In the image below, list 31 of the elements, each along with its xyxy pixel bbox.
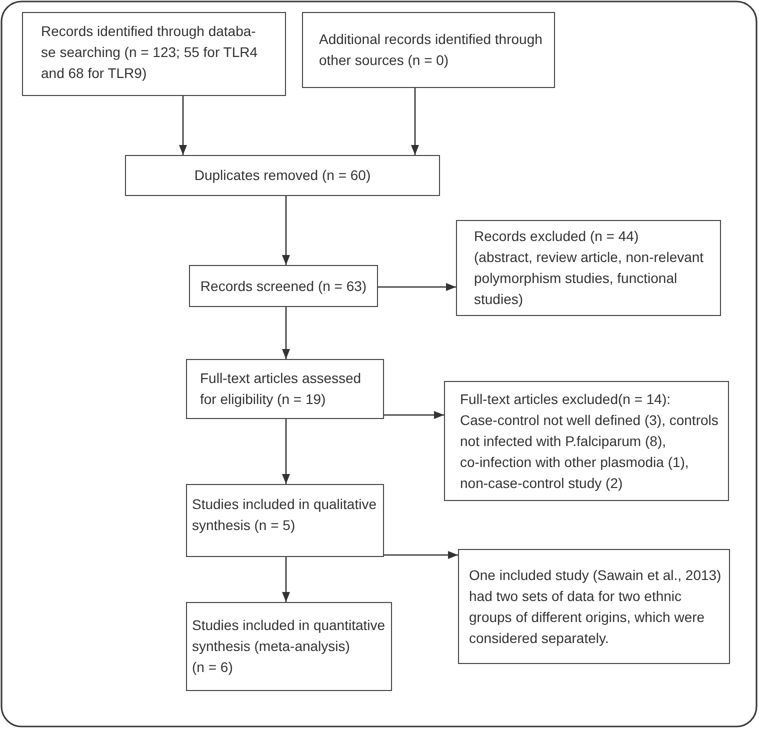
- box-text: (abstract, review article, non-relevant polymorphism studies, functional studies): [474, 248, 705, 309]
- box-text: Studies included in qualitative synthesis (n = 5): [192, 495, 378, 535]
- process-box: [186, 484, 384, 557]
- box-text: Records identified through databa- se searching (n = 123; 55 for TLR4 and 68 for TLR9): [41, 22, 259, 83]
- box-heading: Full-text articles excluded(n = 14):: [460, 390, 671, 409]
- process-box: [186, 602, 392, 691]
- arrow: [411, 88, 419, 155]
- process-box: [186, 359, 384, 419]
- arrow: [282, 307, 290, 359]
- arrow: [384, 551, 458, 559]
- arrow: [282, 196, 290, 265]
- arrow: [179, 96, 187, 155]
- process-box: [22, 12, 286, 96]
- process-box: [444, 381, 729, 501]
- process-box: [458, 549, 730, 664]
- arrow: [378, 283, 456, 291]
- box-text: Records screened (n = 63): [200, 276, 367, 296]
- process-box: [456, 220, 721, 316]
- box-text: Case-control not well defined (3), controls not infected with P.falciparum (8), co-infection with other plasmodia (1), non-case-control study (2): [460, 410, 720, 493]
- box-text: Studies included in quantitative synthesis (meta-analysis) (n = 6): [192, 616, 386, 677]
- process-box: [189, 265, 378, 307]
- arrow: [384, 411, 444, 419]
- arrow: [282, 557, 290, 602]
- box-text: One included study (Sawain et al., 2013) had two sets of data for two ethnic groups of different origins, which were considered separately.: [469, 566, 722, 648]
- process-box: [125, 155, 440, 196]
- arrow: [282, 419, 290, 484]
- box-text: Full-text articles assessed for eligibility (n = 19): [200, 369, 362, 409]
- process-box: [302, 12, 555, 88]
- box-text: Duplicates removed (n = 60): [194, 166, 371, 185]
- box-heading: Records excluded (n = 44): [474, 227, 639, 246]
- box-text: Additional records identified through other sources (n = 0): [319, 30, 544, 70]
